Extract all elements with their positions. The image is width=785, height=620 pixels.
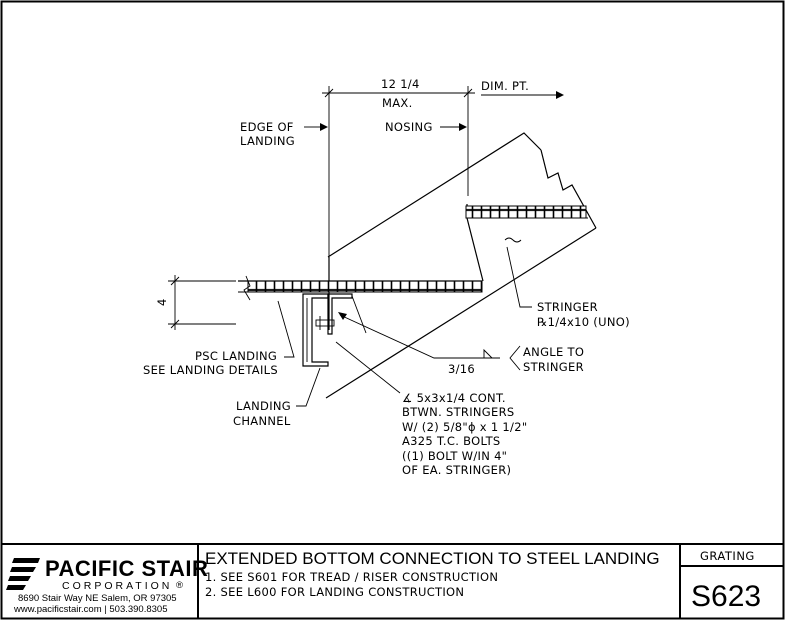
weld-size: 3/16 [448, 362, 475, 376]
landing-channel-line1: LANDING [236, 399, 291, 413]
company-name: PACIFIC STAIR [45, 556, 208, 581]
continuous-angle [327, 293, 353, 335]
bolt [315, 319, 335, 327]
edge-of-landing-line2: LANDING [240, 134, 295, 148]
dim-height-value: 4 [155, 298, 169, 306]
stringer-label-line2: ℞1/4x10 (UNO) [537, 315, 630, 329]
stringer-top-edge [327, 132, 542, 258]
psc-landing-line1: PSC LANDING [195, 349, 277, 363]
dim-pt-label: DIM. PT. [481, 79, 529, 93]
angle-note-line1: ∡ 5x3x1/4 CONT. [402, 391, 506, 405]
pacific-stair-logo-icon [6, 558, 40, 590]
stringer-symbol [504, 237, 522, 243]
stringer-label-line1: STRINGER [537, 300, 598, 314]
sheet-number: S623 [691, 580, 761, 613]
stringer-break-line [540, 149, 597, 229]
stringer-leader [506, 246, 532, 308]
angle-note-line2: BTWN. STRINGERS [402, 405, 514, 419]
drawing-note-1: 1. SEE S601 FOR TREAD / RISER CONSTRUCTI… [205, 570, 498, 584]
angle-to-stringer-line1: ANGLE TO [523, 345, 584, 359]
connection-detail: 12 1/4 MAX. DIM. PT. EDGE OF LANDING NOS… [143, 77, 630, 477]
nosing-label: NOSING [385, 120, 433, 134]
grating-leader [351, 295, 367, 334]
angle-to-stringer-line2: STRINGER [523, 360, 584, 374]
angle-note-line4: A325 T.C. BOLTS [402, 434, 501, 448]
angle-note-line5: ((1) BOLT W/IN 4" [402, 449, 507, 463]
company-address: 8690 Stair Way NE Salem, OR 97305 [18, 593, 177, 604]
angle-note-line6: OF EA. STRINGER) [402, 463, 511, 477]
dim-pt-arrow [556, 91, 564, 99]
drawing-category: GRATING [700, 549, 755, 563]
angle-note-line3: W/ (2) 5/8"ϕ x 1 1/2" [402, 420, 527, 434]
dim-width-max: MAX. [382, 96, 413, 110]
landing-channel-line2: CHANNEL [233, 414, 291, 428]
dim-tick-right [463, 88, 473, 98]
landing-grating [247, 280, 483, 293]
weld-arrow [338, 312, 347, 320]
edge-of-landing-line1: EDGE OF [240, 120, 294, 134]
company-subtitle: CORPORATION [62, 580, 172, 592]
landing-channel-leader [296, 367, 321, 407]
angle-note-leader [335, 341, 401, 394]
nosing-arrow [459, 123, 467, 131]
edge-of-landing-arrow [320, 123, 328, 131]
landing-break [243, 275, 251, 301]
psc-landing-line2: SEE LANDING DETAILS [143, 363, 278, 377]
drawing-note-2: 2. SEE L600 FOR LANDING CONSTRUCTION [205, 585, 464, 599]
dim-tick-left [324, 88, 334, 98]
company-contact: www.pacificstair.com | 503.390.8305 [13, 604, 168, 615]
weld-reference-leader [339, 314, 500, 359]
drawing-title: EXTENDED BOTTOM CONNECTION TO STEEL LAND… [205, 549, 660, 568]
dim-width-value: 12 1/4 [381, 77, 420, 91]
psc-landing-leader [277, 300, 295, 358]
dim-height-tick-bottom [170, 319, 180, 329]
title-block: PACIFIC STAIR CORPORATION ® 8690 Stair W… [1, 543, 784, 619]
dim-height-tick-top [170, 276, 180, 286]
tread-grating-upper [465, 205, 587, 219]
weld-tail [509, 345, 521, 371]
registered-mark: ® [176, 580, 183, 591]
fillet-weld-symbol [483, 348, 493, 359]
